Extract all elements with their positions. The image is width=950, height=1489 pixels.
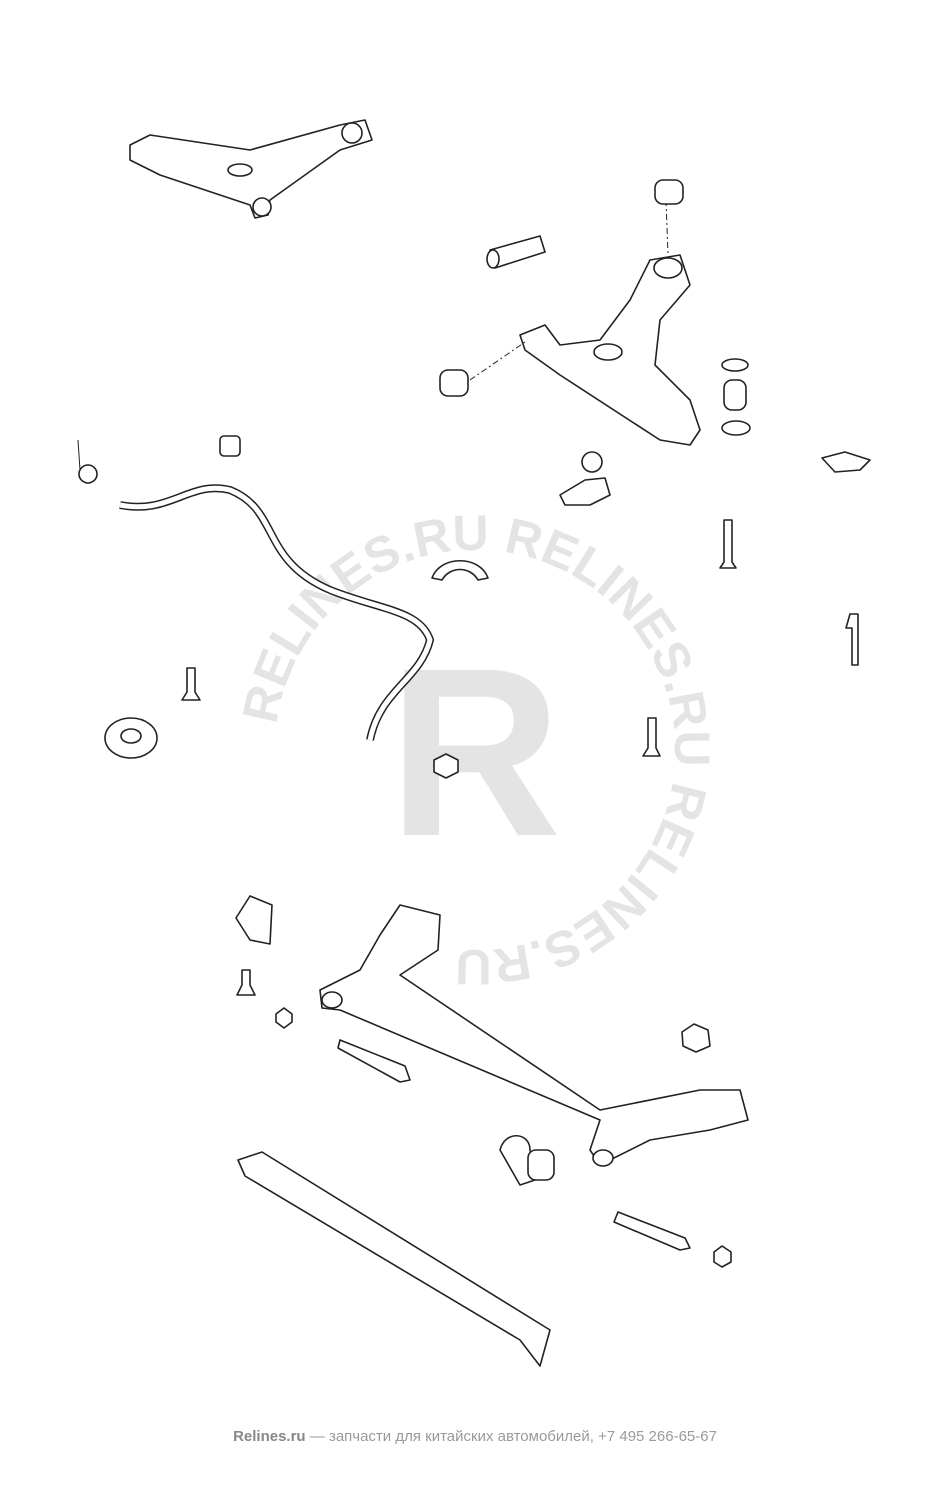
footer-brand-link[interactable]: Relines.ru bbox=[233, 1428, 306, 1445]
bolt-1 bbox=[719, 519, 737, 569]
long-bolt-1 bbox=[337, 1039, 411, 1083]
footer: Relines.ru — запчасти для китайских авто… bbox=[0, 1428, 950, 1445]
washer-stack bbox=[721, 358, 751, 436]
watermark-letter: R bbox=[388, 618, 561, 886]
long-bolt-2 bbox=[613, 1211, 691, 1251]
lower-control-arm-assembly bbox=[129, 119, 373, 219]
bushing-top bbox=[654, 179, 684, 205]
pin bbox=[486, 235, 546, 269]
mount-disc bbox=[104, 717, 158, 759]
bracket-plate bbox=[235, 895, 273, 945]
bolt-2 bbox=[845, 613, 859, 666]
rear-axle-beam bbox=[319, 904, 749, 1167]
bolt-5 bbox=[236, 969, 256, 996]
bracket-small bbox=[821, 451, 871, 473]
nut-3 bbox=[681, 1023, 711, 1053]
rubber-bushing bbox=[499, 1134, 555, 1186]
lower-control-arm bbox=[469, 199, 701, 446]
footer-contact-text: запчасти для китайских автомобилей, +7 4… bbox=[328, 1428, 717, 1445]
ball-joint bbox=[559, 451, 611, 506]
bushing-front bbox=[439, 369, 469, 397]
stabilizer-bar bbox=[119, 435, 489, 741]
heat-shield bbox=[237, 1151, 551, 1367]
nut-2 bbox=[275, 1007, 293, 1029]
nut-1 bbox=[433, 753, 459, 779]
bolt-4 bbox=[642, 717, 661, 757]
stabilizer-link bbox=[77, 439, 98, 484]
nut-4 bbox=[713, 1245, 732, 1268]
footer-separator: — bbox=[305, 1428, 329, 1445]
bolt-3 bbox=[181, 667, 201, 701]
